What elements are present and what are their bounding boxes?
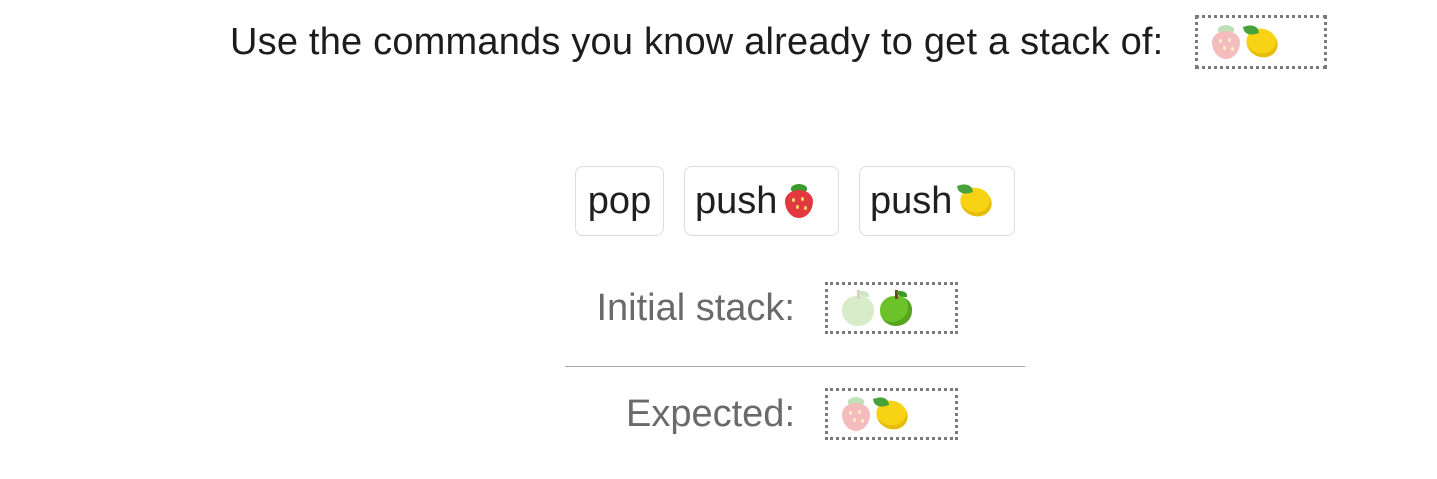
push-label: push — [870, 179, 953, 222]
lemon-icon — [1242, 23, 1283, 63]
lemon-icon — [955, 182, 997, 222]
strawberry-faded-icon — [840, 397, 872, 431]
expected-stack — [825, 388, 958, 440]
expected-stack-label: Expected: — [626, 392, 795, 435]
instruction: Use the commands you know already to get… — [230, 14, 1328, 70]
instruction-text: Use the commands you know already to get… — [230, 20, 1164, 63]
strawberry-icon — [783, 184, 815, 218]
strawberry-faded-icon — [1210, 25, 1242, 59]
pop-label: pop — [587, 179, 652, 222]
green-apple-icon — [878, 290, 914, 326]
push-label: push — [695, 179, 778, 222]
goal-stack — [1195, 15, 1328, 69]
green-apple-faded-icon — [840, 290, 876, 326]
expected-stack-row: Expected: — [575, 388, 958, 440]
divider — [565, 366, 1025, 367]
initial-stack-row: Initial stack: — [575, 282, 958, 334]
lemon-icon — [871, 395, 913, 435]
initial-stack-label: Initial stack: — [596, 286, 795, 329]
pop-button[interactable]: pop — [575, 166, 664, 236]
command-buttons: pop push push — [575, 166, 1015, 236]
initial-stack — [825, 282, 958, 334]
push-lemon-button[interactable]: push — [859, 166, 1015, 236]
push-strawberry-button[interactable]: push — [684, 166, 839, 236]
